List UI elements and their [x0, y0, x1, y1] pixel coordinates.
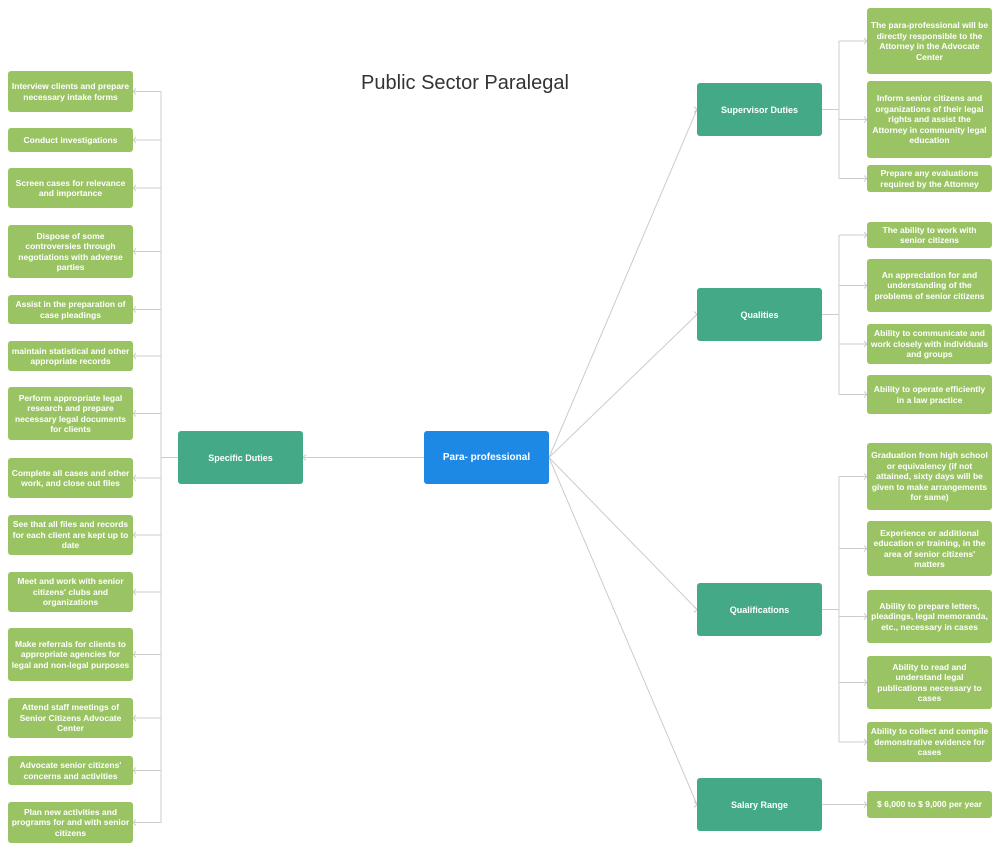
specific-duty-item: maintain statistical and other appropria…	[8, 341, 133, 371]
specific-duty-item: Make referrals for clients to appropriat…	[8, 628, 133, 681]
arrow-specific-duties	[302, 454, 307, 461]
arrow-leaf	[132, 474, 137, 482]
arrow-leaf	[132, 306, 137, 313]
branch-qualifications: Qualifications	[697, 583, 822, 636]
specific-duty-item: Perform appropriate legal research and p…	[8, 387, 133, 440]
connector-center-branch	[548, 457, 698, 805]
specific-duty-item: Interview clients and prepare necessary …	[8, 71, 133, 112]
supervisor-duty-item: The para-professional will be directly r…	[867, 8, 992, 74]
specific-duty-item: Plan new activities and programs for and…	[8, 802, 133, 843]
specific-duty-item: Complete all cases and other work, and c…	[8, 458, 133, 498]
arrow-leaf	[132, 248, 137, 255]
arrow-leaf	[132, 184, 137, 192]
arrow-leaf	[132, 88, 137, 95]
specific-duty-item: Attend staff meetings of Senior Citizens…	[8, 698, 133, 738]
specific-duty-item: Screen cases for relevance and importanc…	[8, 168, 133, 208]
arrow-leaf	[132, 410, 137, 417]
specific-duty-item: Advocate senior citizens' concerns and a…	[8, 756, 133, 785]
connector-center-branch	[548, 457, 698, 610]
arrow-leaf	[132, 651, 137, 658]
central-topic: Para- professional	[424, 431, 549, 484]
quality-item: Ability to communicate and work closely …	[867, 324, 992, 364]
qualification-item: Ability to collect and compile demonstra…	[867, 722, 992, 762]
branch-supervisor-duties: Supervisor Duties	[697, 83, 822, 136]
connector-center-branch	[548, 109, 698, 458]
arrow-leaf	[132, 352, 137, 360]
qualification-item: Ability to read and understand legal pub…	[867, 656, 992, 709]
arrow-leaf	[132, 531, 137, 539]
qualification-item: Experience or additional education or tr…	[867, 521, 992, 576]
arrow-leaf	[132, 714, 137, 722]
quality-item: The ability to work with senior citizens	[867, 222, 992, 248]
quality-item: Ability to operate efficiently in a law …	[867, 375, 992, 414]
branch-specific-duties: Specific Duties	[178, 431, 303, 484]
arrow-leaf	[132, 819, 137, 826]
quality-item: An appreciation for and understanding of…	[867, 259, 992, 312]
branch-qualities: Qualities	[697, 288, 822, 341]
specific-duty-item: See that all files and records for each …	[8, 515, 133, 555]
specific-duty-item: Conduct investigations	[8, 128, 133, 152]
specific-duty-item: Dispose of some controversies through ne…	[8, 225, 133, 278]
connector-center-branch	[548, 314, 698, 458]
qualification-item: Ability to prepare letters, pleadings, l…	[867, 590, 992, 643]
supervisor-duty-item: Prepare any evaluations required by the …	[867, 165, 992, 192]
arrow-leaf	[132, 136, 137, 144]
specific-duty-item: Meet and work with senior citizens' club…	[8, 572, 133, 612]
salary-item: $ 6,000 to $ 9,000 per year	[867, 791, 992, 818]
diagram-title: Public Sector Paralegal	[361, 72, 569, 94]
specific-duty-item: Assist in the preparation of case pleadi…	[8, 295, 133, 324]
branch-salary-range: Salary Range	[697, 778, 822, 831]
qualification-item: Graduation from high school or equivalen…	[867, 443, 992, 510]
arrow-leaf	[132, 588, 137, 596]
supervisor-duty-item: Inform senior citizens and organizations…	[867, 81, 992, 158]
arrow-leaf	[132, 767, 137, 774]
